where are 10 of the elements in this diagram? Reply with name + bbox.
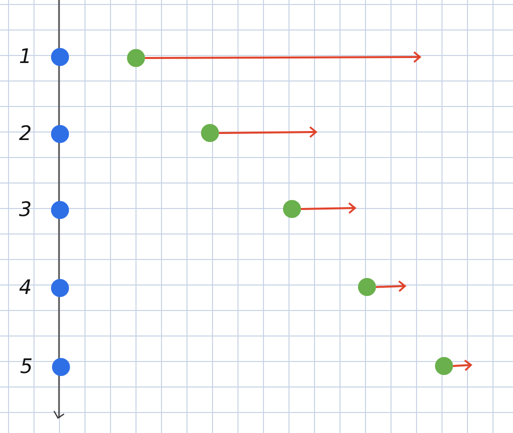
- velocity-arrow: [452, 359, 472, 372]
- row-number: 3: [19, 198, 32, 220]
- velocity-arrow: [145, 51, 421, 63]
- velocity-arrow: [376, 280, 406, 292]
- row-number: 5: [20, 355, 33, 377]
- velocity-arrow: [300, 202, 356, 214]
- row-number: 4: [19, 276, 32, 298]
- velocity-arrow: [218, 126, 317, 138]
- row-number: 2: [19, 122, 32, 144]
- row-number: 1: [19, 45, 32, 67]
